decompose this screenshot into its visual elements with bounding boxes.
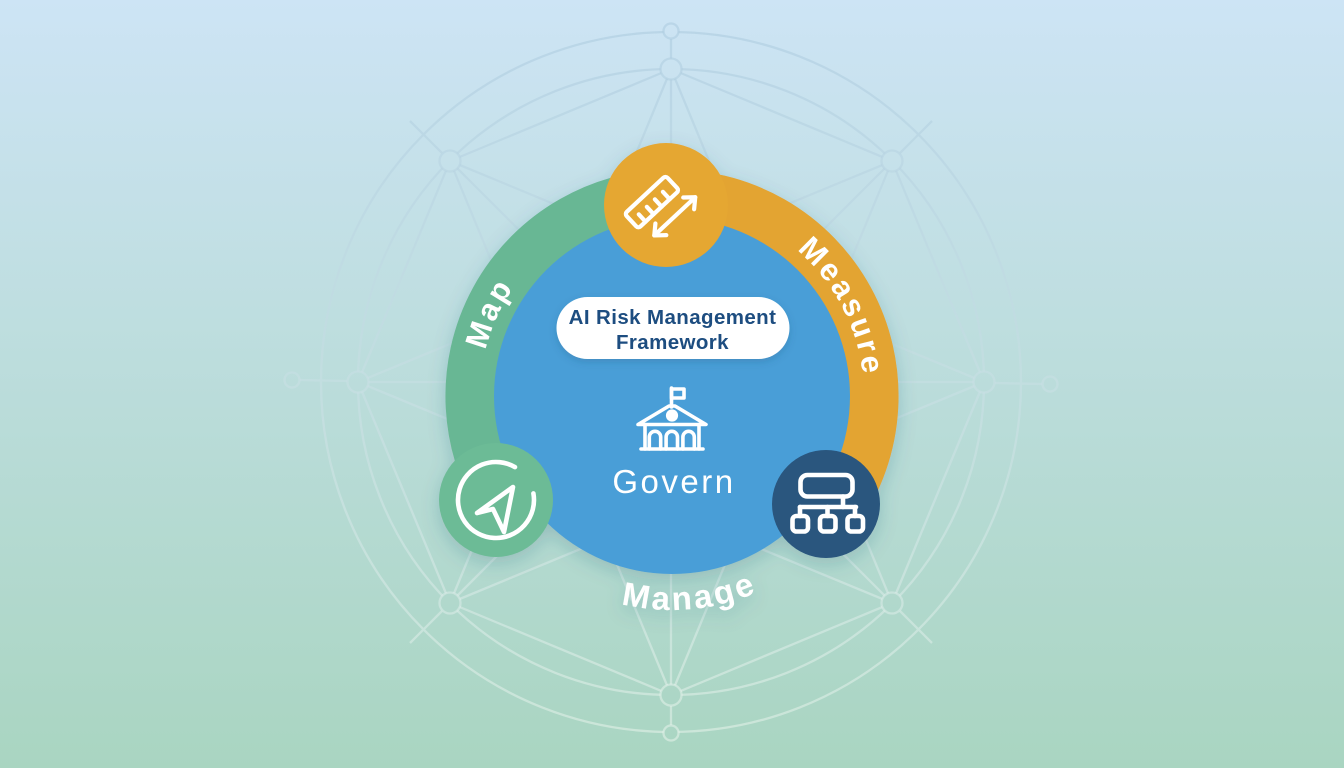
title-line2: Framework xyxy=(616,331,729,354)
title-line1: AI Risk Management xyxy=(569,306,777,329)
measure-arc-segment xyxy=(664,169,899,526)
network-pattern-nodes xyxy=(283,22,1059,742)
title-pill xyxy=(556,297,790,359)
send-paper-plane-icon xyxy=(455,459,537,541)
ruler-icon xyxy=(623,174,698,238)
government-building-icon xyxy=(636,386,708,451)
org-chart-icon xyxy=(790,472,866,534)
manage-node-circle xyxy=(772,450,880,558)
govern-label: Govern xyxy=(612,463,735,500)
center-content: AI Risk Management Framework Govern xyxy=(556,297,790,500)
